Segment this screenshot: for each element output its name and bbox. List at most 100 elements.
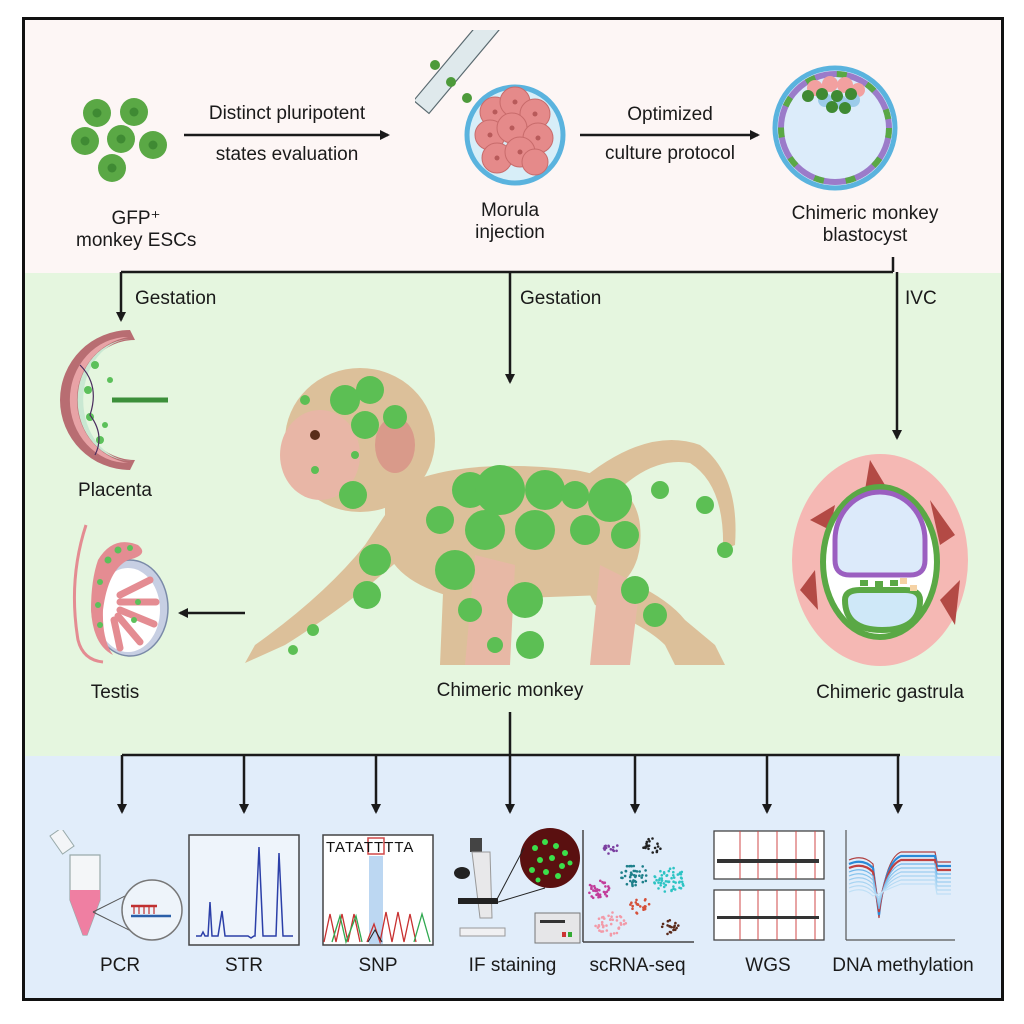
scatter-dot xyxy=(631,884,634,888)
scatter-dot xyxy=(672,866,675,870)
scatter-dot xyxy=(674,881,677,884)
scatter-dot xyxy=(666,924,669,927)
scatter-clusters-icon xyxy=(582,830,694,943)
scatter-dot xyxy=(647,847,650,851)
scatter-dot xyxy=(616,844,619,847)
scatter-dot xyxy=(605,890,609,894)
scatter-dot xyxy=(602,881,605,885)
snp-sequence-text: TATATTTTA xyxy=(326,839,414,856)
scatter-dot xyxy=(607,852,610,855)
scatter-dot xyxy=(600,920,604,924)
scatter-dot xyxy=(620,871,623,874)
scatter-dot xyxy=(666,880,670,883)
scatter-dot xyxy=(631,907,634,910)
scatter-dot xyxy=(656,842,659,845)
scatter-dot xyxy=(631,904,634,908)
snp-chromatogram-icon: TATATTTTA xyxy=(322,834,434,946)
scatter-dot xyxy=(647,902,651,906)
placenta-icon xyxy=(60,330,168,470)
scatter-dot xyxy=(678,872,681,876)
blastocyst-label: Chimeric monkey blastocyst xyxy=(780,203,950,247)
analysis-label-pcr: PCR xyxy=(99,955,141,976)
testis-icon xyxy=(72,524,169,664)
scatter-dot xyxy=(647,844,651,847)
morula-label-line2: injection xyxy=(475,222,545,243)
methylation-curves-icon xyxy=(845,830,955,941)
esc-label-line1: GFP⁺ xyxy=(111,208,161,229)
methylation-curve xyxy=(848,875,951,902)
arrow2-label-below: culture protocol xyxy=(605,143,735,164)
scatter-dot xyxy=(672,876,676,879)
methylation-curve xyxy=(848,858,951,913)
scatter-dot xyxy=(655,849,659,853)
scatter-dot xyxy=(594,924,597,928)
scatter-dot xyxy=(590,887,593,891)
morula-injection-icon xyxy=(415,30,566,186)
scatter-dot xyxy=(659,869,662,873)
scatter-dot xyxy=(632,864,636,868)
scatter-dot xyxy=(630,864,633,868)
pcr-tube-icon xyxy=(49,830,183,941)
analysis-label-dna-methylation: DNA methylation xyxy=(832,955,974,976)
monkey-label: Chimeric monkey xyxy=(436,680,584,701)
scatter-dot xyxy=(629,879,632,883)
scatter-dot xyxy=(655,878,658,882)
scatter-dot xyxy=(615,919,619,922)
scatter-dot xyxy=(643,899,647,902)
scatter-dot xyxy=(609,932,613,936)
esc-label: GFP⁺ monkey ESCs xyxy=(76,208,196,252)
scatter-dot xyxy=(593,886,597,890)
scatter-dot xyxy=(622,919,626,922)
scatter-dot xyxy=(635,903,639,906)
scatter-dot xyxy=(604,892,607,896)
scatter-dot xyxy=(615,931,619,935)
scatter-dot xyxy=(601,925,605,929)
scatter-dot xyxy=(612,845,615,849)
scatter-dot xyxy=(601,930,605,933)
scatter-dot xyxy=(607,914,610,918)
scatter-dot xyxy=(638,870,641,873)
scatter-dot xyxy=(677,924,680,927)
scatter-dot xyxy=(634,901,638,904)
scatter-dot xyxy=(621,876,624,880)
methylation-curve xyxy=(848,879,951,898)
scatter-dot xyxy=(668,930,672,934)
analysis-label-snp: SNP xyxy=(358,955,398,976)
scatter-dot xyxy=(679,876,683,879)
analysis-label-str: STR xyxy=(225,955,263,976)
scatter-dot xyxy=(617,926,621,929)
methylation-curve xyxy=(848,863,951,910)
scatter-dot xyxy=(648,840,651,843)
scatter-dot xyxy=(660,877,664,880)
scatter-dot xyxy=(647,837,650,841)
scatter-dot xyxy=(644,874,648,877)
scatter-dot xyxy=(666,932,669,936)
arrow1-label-above: Distinct pluripotent xyxy=(208,103,366,124)
blastocyst-icon xyxy=(772,65,898,191)
scatter-dot xyxy=(629,871,633,874)
scatter-dot xyxy=(668,924,671,928)
scatter-dot xyxy=(660,879,664,882)
scatter-dot xyxy=(664,880,668,883)
scatter-dot xyxy=(631,880,635,883)
scatter-dot xyxy=(666,919,670,923)
scatter-dot xyxy=(662,885,666,889)
scatter-dot xyxy=(629,903,632,906)
morula-label: Morula injection xyxy=(440,200,580,244)
scatter-dot xyxy=(659,884,662,887)
scatter-dot xyxy=(681,882,685,886)
scatter-dot xyxy=(673,888,677,891)
scatter-dot xyxy=(678,886,681,890)
gestation-center-label: Gestation xyxy=(520,288,602,309)
scatter-dot xyxy=(657,887,660,890)
blastocyst-label-line2: blastocyst xyxy=(822,225,908,246)
scatter-dot xyxy=(605,894,609,898)
scatter-dot xyxy=(641,874,644,877)
figure-frame xyxy=(22,17,1004,1001)
scatter-dot xyxy=(603,845,607,848)
scatter-dot xyxy=(675,926,678,930)
scatter-dot xyxy=(607,888,610,892)
scatter-dot xyxy=(643,907,647,911)
scatter-dot xyxy=(662,872,666,875)
testis-label: Testis xyxy=(90,682,140,703)
